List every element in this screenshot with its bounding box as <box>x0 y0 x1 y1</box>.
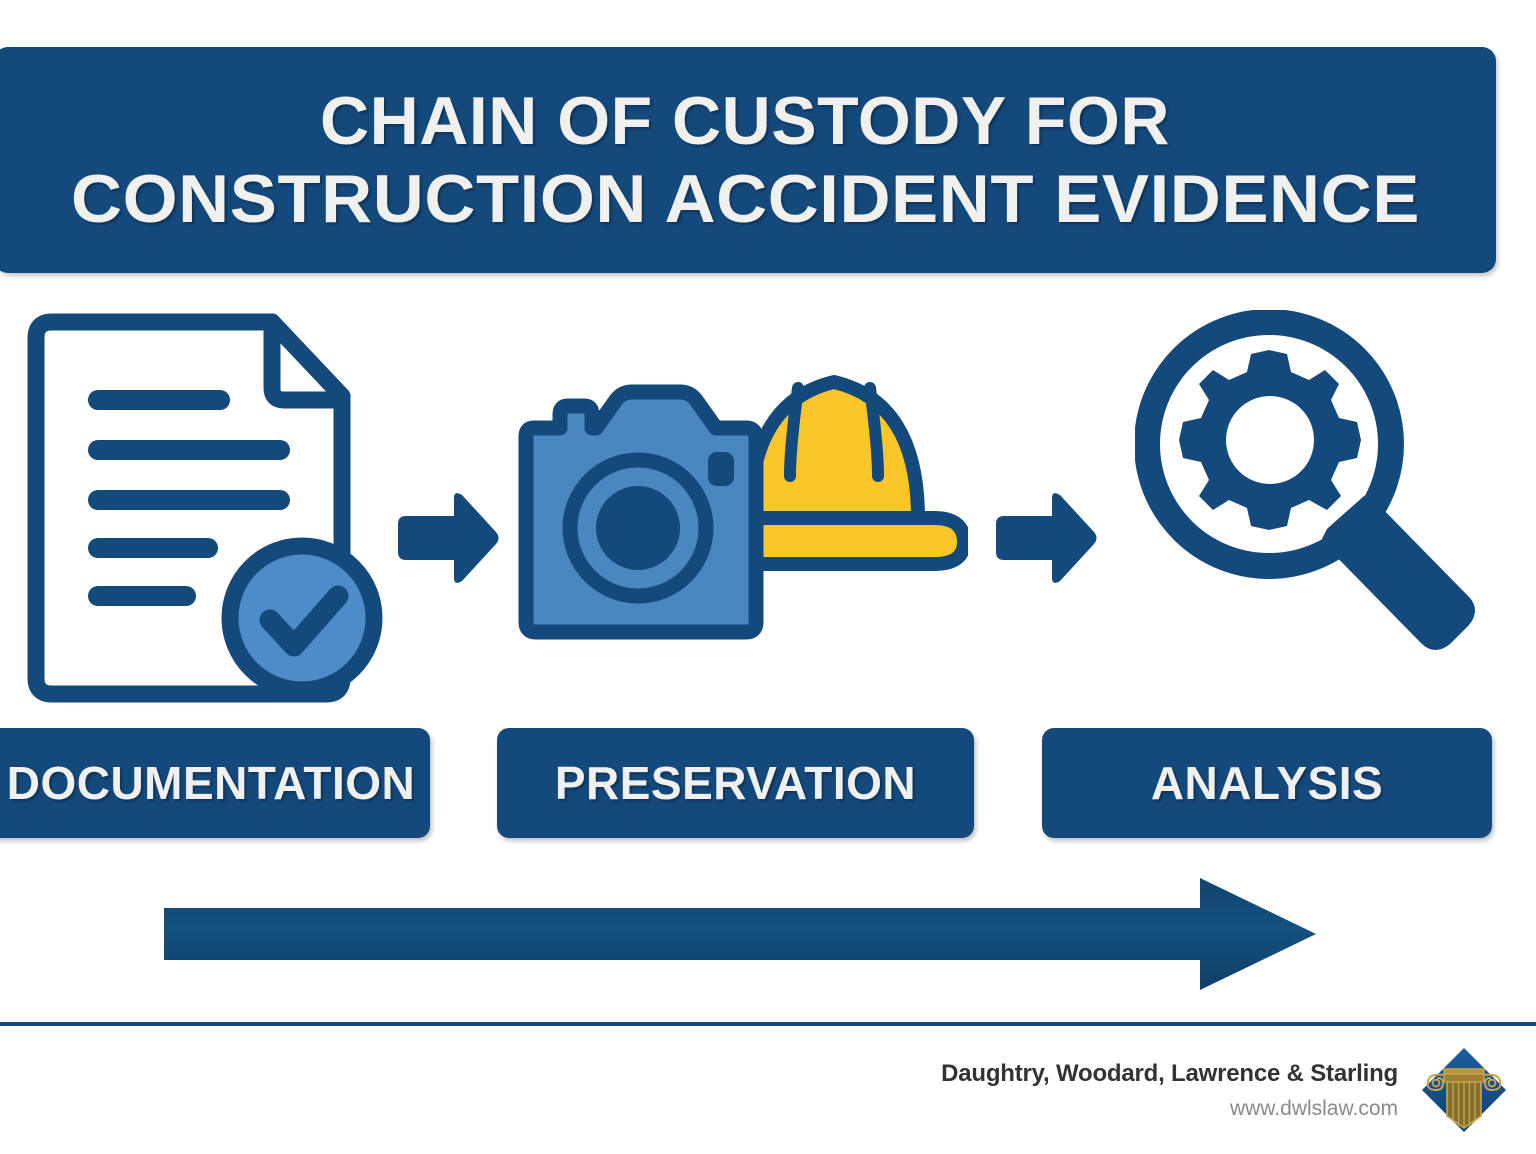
stage-box-analysis[interactable]: ANALYSIS <box>1042 728 1492 838</box>
footer: Daughtry, Woodard, Lawrence & Starling w… <box>0 1026 1536 1154</box>
firm-website-url[interactable]: www.dwlslaw.com <box>1229 1096 1398 1120</box>
title-line-1: CHAIN OF CUSTODY FOR <box>320 83 1170 159</box>
footer-divider <box>0 1022 1536 1026</box>
long-arrow-right-icon <box>160 876 1320 992</box>
stage-label-analysis: ANALYSIS <box>1150 757 1384 809</box>
process-icon-row <box>0 300 1536 710</box>
stage-label-preservation: PRESERVATION <box>554 757 917 809</box>
title-banner: CHAIN OF CUSTODY FOR CONSTRUCTION ACCIDE… <box>0 47 1496 273</box>
magnifier-gear-icon <box>1134 309 1485 690</box>
stage-box-documentation[interactable]: DOCUMENTATION <box>0 728 430 838</box>
camera-hardhat-icon <box>498 340 971 670</box>
arrow-right-icon <box>990 488 1100 588</box>
arrow-right-icon <box>392 488 502 588</box>
title-line-2: CONSTRUCTION ACCIDENT EVIDENCE <box>70 161 1420 237</box>
document-check-icon <box>22 308 392 708</box>
stage-label-documentation: DOCUMENTATION <box>6 757 416 809</box>
footer-text-block: Daughtry, Woodard, Lawrence & Starling w… <box>941 1060 1398 1121</box>
firm-name: Daughtry, Woodard, Lawrence & Starling <box>941 1059 1398 1087</box>
stage-box-preservation[interactable]: PRESERVATION <box>497 728 974 838</box>
ionic-column-diamond-logo <box>1416 1042 1512 1138</box>
